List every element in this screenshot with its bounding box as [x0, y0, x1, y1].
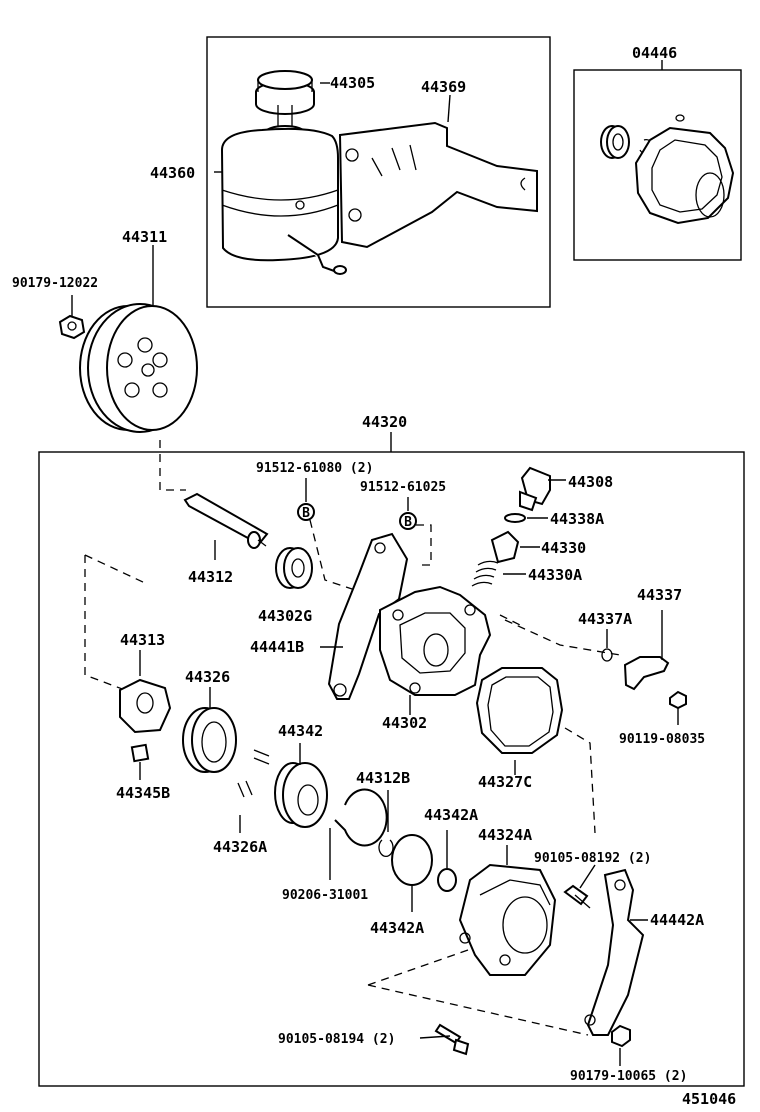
- snap-ring-90206: [334, 788, 388, 847]
- label-90105-08192: 90105-08192 (2): [534, 851, 651, 866]
- diagram-reference-number: 451046: [682, 1090, 736, 1108]
- reservoir-group: [206, 36, 551, 308]
- label-44342a-bottom: 44342A: [370, 919, 424, 937]
- label-44330a: 44330A: [528, 566, 582, 584]
- valve-spring: [471, 560, 526, 587]
- nut-90179-10065: [611, 1024, 631, 1066]
- oring-44342a-small: [437, 868, 457, 892]
- gasket-kit-frame: [573, 69, 742, 261]
- label-44441b: 44441B: [250, 638, 304, 656]
- label-44342: 44342: [278, 722, 323, 740]
- label-04446: 04446: [632, 44, 677, 62]
- snap-ring-44312b: [378, 839, 394, 857]
- label-44337: 44337: [637, 586, 682, 604]
- union-fitting: [519, 466, 566, 512]
- label-44308: 44308: [568, 473, 613, 491]
- label-44311: 44311: [122, 228, 167, 246]
- pulley: [79, 245, 198, 433]
- label-44345b: 44345B: [116, 784, 170, 802]
- svg-text:B: B: [404, 515, 412, 530]
- label-44324a: 44324A: [478, 826, 532, 844]
- reservoir-bracket: [338, 121, 538, 249]
- bolt-b-marker-1: B: [297, 478, 315, 521]
- label-44320: 44320: [362, 413, 407, 431]
- gasket-kit-group: [573, 60, 742, 261]
- label-44342a-top: 44342A: [424, 806, 478, 824]
- rotor: [119, 650, 172, 734]
- cam-ring: [182, 687, 237, 773]
- svg-text:B: B: [302, 506, 310, 521]
- shaft: [183, 492, 269, 560]
- label-44302: 44302: [382, 714, 427, 732]
- label-44338a: 44338A: [550, 510, 604, 528]
- oring-44342a-large: [391, 834, 433, 886]
- pulley-nut: [58, 295, 86, 340]
- seal-ring: [600, 125, 630, 159]
- label-44369: 44369: [421, 78, 466, 96]
- label-90206-31001: 90206-31001: [282, 888, 368, 903]
- flow-valve: [490, 530, 540, 564]
- pin-44326a: [237, 780, 253, 798]
- label-44442a: 44442A: [650, 911, 704, 929]
- bolt-90105-08194: [419, 1023, 470, 1056]
- label-44312: 44312: [188, 568, 233, 586]
- o-ring: [675, 114, 685, 122]
- label-44326a: 44326A: [213, 838, 267, 856]
- label-91512-61080: 91512-61080 (2): [256, 461, 373, 476]
- oring-44337a: [601, 648, 613, 662]
- label-44313: 44313: [120, 631, 165, 649]
- label-44305: 44305: [330, 74, 375, 92]
- label-44337a: 44337A: [578, 610, 632, 628]
- bolt-90119: [669, 690, 687, 725]
- label-44302g: 44302G: [258, 607, 312, 625]
- bolt-90105-08192: [563, 864, 596, 909]
- rear-bracket: [584, 868, 648, 1036]
- oring-44338a: [504, 513, 526, 523]
- side-plate: [274, 743, 328, 828]
- vane: [130, 743, 150, 763]
- label-44360: 44360: [150, 164, 195, 182]
- rear-housing: [458, 845, 557, 976]
- label-44330: 44330: [541, 539, 586, 557]
- bolt-b-marker-2: B: [399, 497, 417, 530]
- pressure-port-union: [623, 610, 670, 691]
- label-44327c: 44327C: [478, 773, 532, 791]
- reservoir-cap: [255, 70, 315, 130]
- reservoir-frame: [206, 36, 551, 308]
- label-44326: 44326: [185, 668, 230, 686]
- label-90119-08035: 90119-08035: [619, 732, 705, 747]
- label-44312b: 44312B: [356, 769, 410, 787]
- bearing: [275, 547, 313, 589]
- label-91512-61025: 91512-61025: [360, 480, 446, 495]
- reservoir-tank: [220, 125, 347, 275]
- pump-body: [379, 585, 492, 715]
- front-bracket: [320, 532, 409, 700]
- label-90179-12022: 90179-12022: [12, 276, 98, 291]
- label-90179-10065: 90179-10065 (2): [570, 1069, 687, 1084]
- gasket: [634, 126, 735, 225]
- rear-gasket: [475, 667, 564, 775]
- label-90105-08194: 90105-08194 (2): [278, 1032, 395, 1047]
- pin-a: [253, 749, 270, 765]
